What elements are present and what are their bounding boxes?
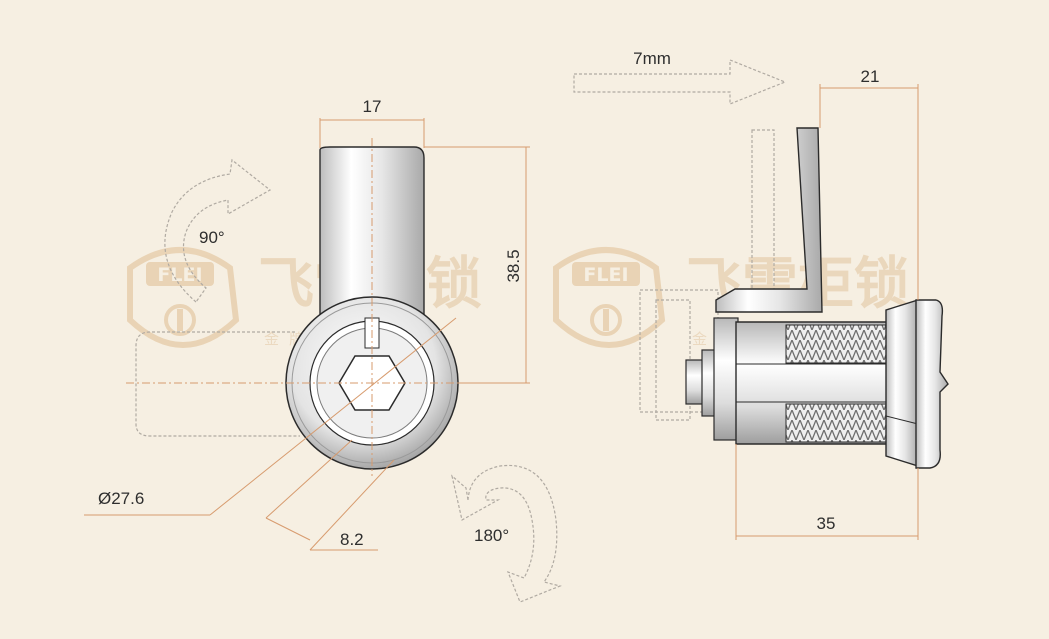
rotation-90-arrow (164, 158, 272, 303)
rotation-180-label: 180° (474, 526, 509, 545)
side-cam-arm (715, 127, 823, 313)
offset-arrow (573, 59, 787, 105)
svg-text:FLEI: FLEI (157, 264, 202, 286)
offset-label: 7mm (633, 49, 671, 68)
dimension-height-label: 38.5 (504, 249, 523, 282)
front-flange (915, 299, 949, 469)
thread-top (785, 324, 889, 364)
dimension-width-17 (319, 118, 425, 148)
dimension-key-label: 8.2 (340, 530, 364, 549)
hex-nut (885, 299, 919, 467)
rotation-90-label: 90° (199, 228, 225, 247)
watermark-logo-badge: FLEI (553, 247, 666, 348)
svg-text:FLEI: FLEI (583, 264, 628, 286)
dimension-key-leader (265, 439, 395, 551)
rotation-180-arrow (451, 464, 562, 603)
dimension-height-38-5 (424, 146, 530, 384)
dimension-cam-width-21 (819, 84, 919, 300)
watermark-logo-badge: FLEI (127, 247, 240, 348)
thread-bottom (785, 403, 889, 443)
dimension-diameter-label: Ø27.6 (98, 489, 144, 508)
dimension-width-label: 17 (363, 97, 382, 116)
dimension-cam-width-label: 21 (861, 67, 880, 86)
dimension-body-length-label: 35 (817, 514, 836, 533)
cam-rotated-outline (135, 331, 300, 437)
shaft-pin (685, 359, 705, 405)
dimension-diameter-leader (84, 317, 457, 516)
dimension-body-length-35 (735, 444, 919, 540)
